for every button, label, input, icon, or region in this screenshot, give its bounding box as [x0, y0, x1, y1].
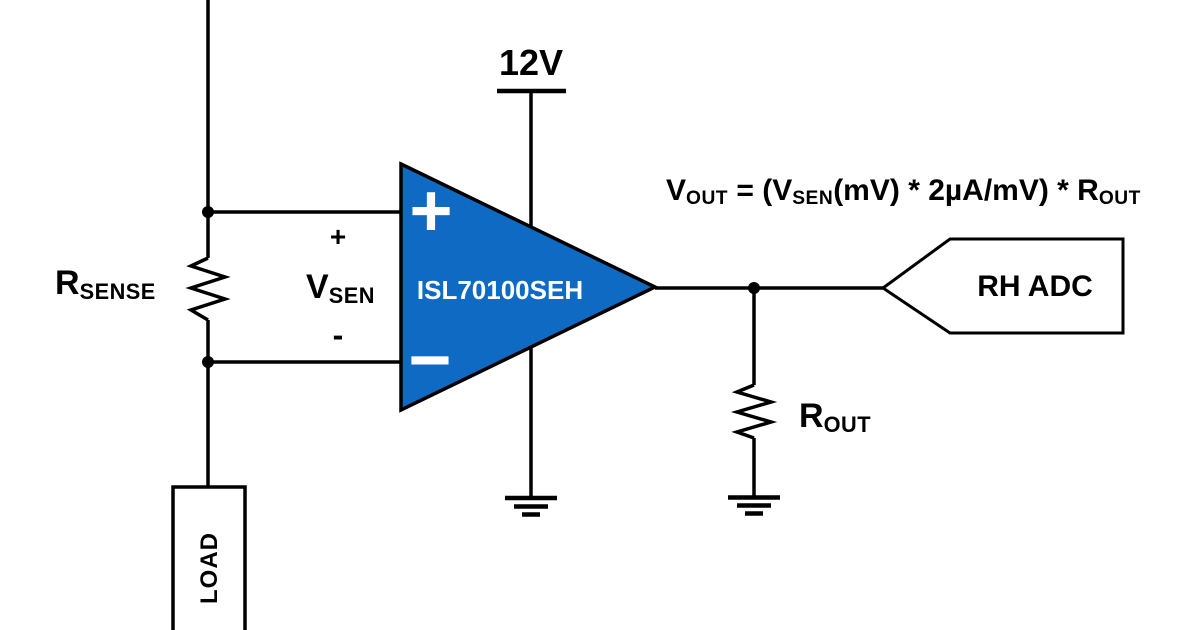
adc-label: RH ADC [977, 270, 1093, 303]
load-box [171, 485, 247, 630]
ground-symbol-rout [728, 495, 780, 516]
load-label: LOAD [196, 532, 223, 604]
resistor-rsense-symbol [185, 256, 231, 322]
equation-main-2: = (V [728, 174, 793, 207]
rout-label: ROUT [799, 397, 871, 435]
vsen-plus-sign: + [329, 221, 347, 252]
equation-main-1: V [666, 174, 687, 207]
adc-connector-shape [880, 237, 1125, 335]
vsen-label: VSEN [306, 268, 375, 306]
node-dot-output [748, 282, 760, 294]
rsense-label: RSENSE [55, 264, 156, 302]
vsen-label-sub: SEN [328, 282, 375, 308]
vsen-minus-sign: - [332, 317, 344, 353]
node-dot-minus-tap [202, 356, 214, 368]
opamp-noninverting-plus-icon: + [409, 169, 453, 252]
rsense-label-sub: SENSE [79, 278, 156, 304]
ground-symbol-opamp [505, 495, 557, 517]
equation-sub-3: OUT [1098, 188, 1141, 210]
equation-main-3: (mV) * 2µA/mV) * R [833, 174, 1099, 207]
opamp-triangle [399, 161, 660, 413]
output-equation: VOUT = (VSEN(mV) * 2µA/mV) * ROUT [666, 174, 1141, 210]
equation-sub-1: OUT [686, 188, 729, 210]
resistor-rout-symbol [730, 383, 778, 440]
vsen-label-main: V [306, 268, 329, 306]
node-dot-plus-tap [202, 206, 214, 218]
rout-label-main: R [799, 397, 824, 435]
opamp-part-number: ISL70100SEH [416, 275, 584, 305]
rsense-label-main: R [55, 264, 80, 302]
equation-sub-2: SEN [792, 188, 834, 210]
supply-voltage-label: 12V [498, 42, 564, 83]
rout-label-sub: OUT [823, 411, 871, 437]
opamp-inverting-minus-icon: − [408, 318, 452, 401]
